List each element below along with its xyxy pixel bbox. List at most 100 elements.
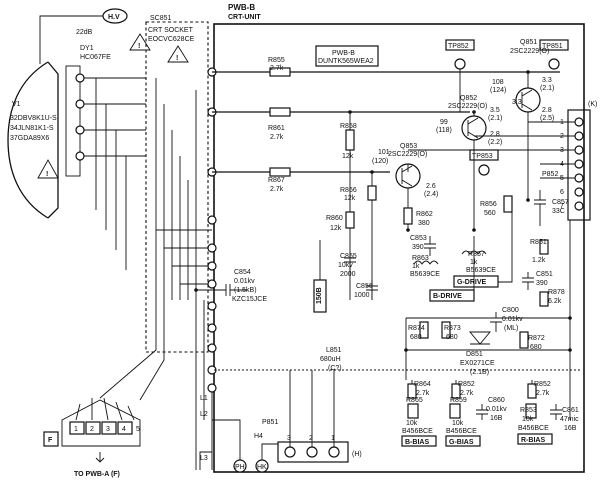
lead-l1: L1: [200, 395, 208, 402]
tube-ref: V1: [12, 101, 21, 108]
output-rails: R855 2.7k R861 2.7k R867 2.7k: [212, 57, 560, 193]
p852-pin-2: 2: [560, 133, 564, 140]
p852-ref: P852: [542, 171, 558, 178]
bias-r-ref: R852: [534, 381, 551, 388]
transistor-feeds: [349, 72, 529, 300]
tp853-label: TP853: [472, 153, 493, 160]
q851-ref: Q851: [520, 39, 537, 46]
yoke-part: HC067FE: [80, 54, 111, 61]
q853-v1: 2.6: [426, 183, 436, 190]
bias-g-pot-val: 10k: [452, 420, 464, 427]
board-part-box: PWB-B DUNTK565WEA2: [315, 45, 379, 67]
r861-val: 2.7k: [270, 134, 284, 141]
c860-val2: 16B: [490, 415, 503, 422]
q853-part: 2SC2229(O): [388, 151, 427, 158]
svg-text:!: !: [46, 171, 48, 178]
capacitor-c854: C854 0.01kv (1.5kB) KZC15JCE: [196, 269, 267, 303]
socket-ref: SC851: [150, 15, 172, 22]
bias-b-pot-val: 10k: [406, 420, 418, 427]
q852-ref: Q852: [460, 95, 477, 102]
q852-pin-b: (118): [436, 127, 452, 134]
c855-val: 10kv: [338, 262, 353, 269]
r857-ref: R857: [468, 251, 485, 258]
p852-pin-6: 6: [560, 189, 564, 196]
bias-b-val: 2.7k: [416, 390, 430, 397]
l851-ref: L851: [326, 347, 342, 354]
b-bias-label: B-BIAS: [405, 439, 429, 446]
c851-ref: C851: [536, 271, 553, 278]
c854-ref: C854: [234, 269, 251, 276]
p852-pin-1: 1: [560, 119, 564, 126]
pwba-pin-f: F: [48, 437, 53, 444]
bias-r-val: 2.7k: [536, 390, 550, 397]
q851-part: 2SC2229(O): [510, 48, 549, 55]
r851-ref: R851: [530, 239, 547, 246]
r860-val: 12k: [330, 225, 342, 232]
tube-model-3: 37GDA89X6: [10, 135, 49, 142]
picture-tube-v1: V1 32DBV8K1U-S 34JLN81K1-S 37GDA89X6 !: [7, 61, 59, 219]
c800-val: 0.01kv: [502, 316, 523, 323]
r-bias-label: R-BIAS: [521, 437, 545, 444]
bias-r-pot-val: 10k: [522, 416, 534, 423]
diode-d851: D851 EX0271CE (2.1B): [460, 331, 495, 376]
r867-ref: R867: [268, 177, 285, 184]
r855-val: 2.7k: [270, 65, 284, 72]
c857-val: 33C: [552, 208, 565, 215]
r851-val: 1.2k: [532, 257, 546, 264]
p851-pin-2: 2: [309, 435, 313, 442]
bias-g-ref: R852: [458, 381, 475, 388]
tube-model-2: 34JLN81K1-S: [10, 125, 54, 132]
c860-ref: C860: [488, 397, 505, 404]
hv-cable: H.V 22dB: [39, 8, 128, 64]
bias-g-val: 2.7k: [460, 390, 474, 397]
r862-val: 380: [418, 220, 430, 227]
bias-g-pot: R859: [450, 397, 467, 404]
lead-l3: L3: [200, 455, 208, 462]
c860-val: 0.01kv: [486, 406, 507, 413]
drive-labels: B-DRIVE G-DRIVE: [429, 212, 513, 302]
q851-v4: (2.5): [540, 115, 554, 122]
l851-note: (C?): [328, 365, 342, 372]
board-name: PWB-B: [228, 3, 255, 12]
c854-val3: KZC15JCE: [232, 296, 267, 303]
pwba-caption: TO PWB-A (F): [74, 471, 120, 478]
deflection-yoke-dy1: DY1 HC067FE !: [65, 33, 151, 270]
q852-v2: (2.1): [488, 115, 502, 122]
yoke-ref: DY1: [80, 45, 94, 52]
c857-ref: C857: [552, 199, 569, 206]
p852-pin-4: 4: [560, 161, 564, 168]
pwba-pin-3: 3: [106, 426, 110, 433]
q853-ref: Q853: [400, 143, 417, 150]
r872-ref: R872: [528, 335, 545, 342]
r862-ref: R862: [416, 211, 433, 218]
r878-ref: R878: [548, 289, 565, 296]
pwba-pin-1: 1: [74, 426, 78, 433]
tube-value: 22dB: [76, 29, 93, 36]
bottom-rails: [214, 220, 580, 420]
c854-val2: (1.5kB): [234, 287, 257, 294]
r874-val: 680: [410, 334, 422, 341]
transistor-q851: Q851 2SC2229(O) 108 (124) 3.3 (2.1) 2.8 …: [490, 39, 554, 122]
c861-ref: C861: [562, 407, 579, 414]
box-board: PWB-B: [332, 50, 355, 57]
connector-to-pwb-a: F 1 2 3 4 5 TO PWB-A (F): [43, 300, 165, 478]
q853-v2: (2.4): [424, 191, 438, 198]
socket-name: CRT SOCKET: [148, 27, 194, 34]
fuse-150b: 150B: [316, 287, 323, 304]
bias-section: R864 2.7k R865 10k B456BCE B-BIAS R852 2…: [401, 380, 579, 447]
right-side-components: R851 1.2k C851 390 R878 6.2k C800 0.01kv…: [408, 239, 565, 351]
bias-r-part: B456BCE: [518, 425, 549, 432]
transistor-q853: Q853 2SC2229(O) 101 (120) 2.6 (2.4): [372, 143, 438, 198]
c856-val: 1000: [354, 292, 370, 299]
r878-val: 6.2k: [548, 298, 562, 305]
c855-val2: 2000: [340, 271, 356, 278]
transistor-q852: Q852 2SC2229(O) 99 (118) 3.5 (2.1) 2.8 (…: [436, 95, 522, 146]
svg-text:!: !: [176, 55, 178, 62]
c853-ref: C853: [410, 235, 427, 242]
g-drive-label: G-DRIVE: [457, 279, 487, 286]
bias-b-ref: R864: [414, 381, 431, 388]
q851-v3: 2.8: [542, 107, 552, 114]
inductor-l851: 150B L851 680uH (C?): [313, 240, 342, 372]
lead-ph: PH: [235, 464, 245, 471]
r855-ref: R855: [268, 57, 285, 64]
